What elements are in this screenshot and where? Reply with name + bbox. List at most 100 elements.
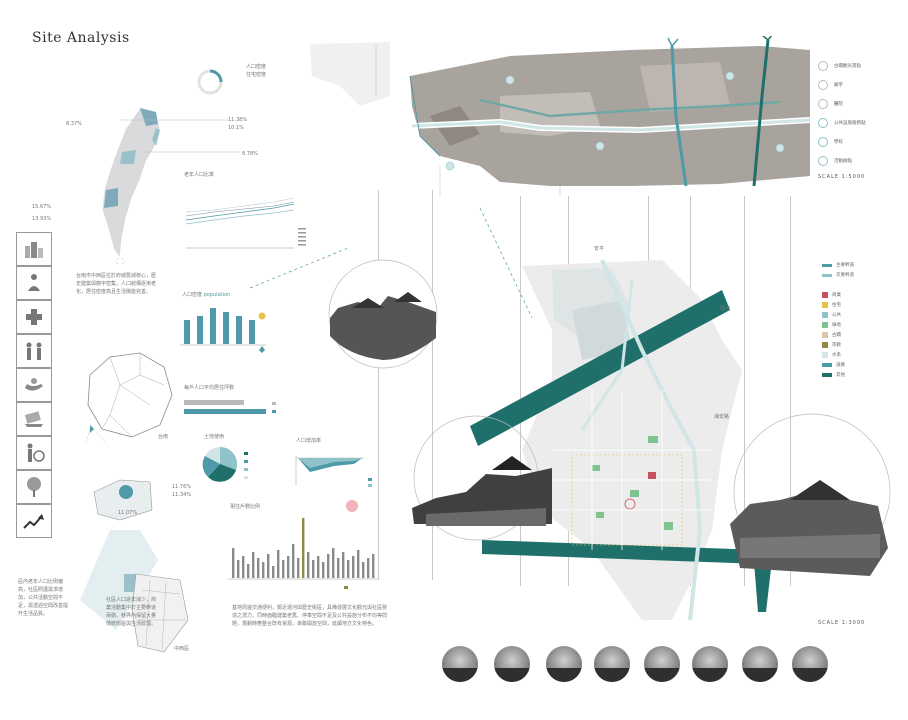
- photo-circle-temple: [328, 259, 438, 369]
- occupancy-bar: [292, 544, 295, 578]
- occupancy-bar: [352, 556, 355, 578]
- taiwan-map: [101, 107, 161, 265]
- occupancy-bar: [232, 548, 235, 578]
- occupancy-bar: [322, 562, 325, 578]
- photo-circle-market: [730, 413, 891, 576]
- intro-paragraph: 台南市中西區位於府城舊城核心，歷史建築與廟宇密集，人口結構逐漸老化，居住密度高且…: [76, 273, 157, 295]
- occupancy-bar: [252, 552, 255, 578]
- inset-label: 台南: [158, 434, 169, 440]
- population-bar: [184, 320, 190, 344]
- occupancy-bar: [287, 556, 290, 578]
- guide-line: [790, 196, 791, 586]
- guide-line: [378, 190, 379, 580]
- taiwan-label: 8.78%: [242, 151, 258, 157]
- occupancy-bar: [362, 562, 365, 578]
- taiwan-label: 10.1%: [228, 125, 244, 131]
- taiwan-label: 8.37%: [66, 121, 82, 127]
- occupancy-bar: [367, 558, 370, 578]
- highlight-marker: [346, 500, 358, 512]
- top-legend-item: 廟宇: [834, 82, 843, 88]
- occupancy-bar: [347, 560, 350, 578]
- district-label: 11.76%: [172, 484, 192, 490]
- main-legend-item: 住宅: [832, 303, 841, 308]
- main-legend-item: 宗教: [832, 343, 841, 348]
- bottom-paragraph: 基地周邊交通便利，鄰近運河與歷史街區，具備發展文化觀光與社區營造之潛力，同時面臨…: [232, 605, 388, 627]
- main-site-map: [470, 259, 772, 621]
- top-legend-item: 醫院: [834, 101, 843, 107]
- tree-icon: [16, 470, 52, 504]
- main-legend-item: 次要幹道: [836, 273, 854, 278]
- population-chart-title: 人口密度 population: [182, 292, 230, 299]
- main-map-legend: 主要幹道 次要幹道 商業 住宅 公共 綠地 古蹟 宗教 水系 道路 其他: [822, 260, 854, 380]
- occupancy-bar: [242, 556, 245, 578]
- occupancy-bar: [332, 548, 335, 578]
- population-chart-title-text: 人口密度: [182, 292, 203, 298]
- aging-chart-title: 老年人口比率: [184, 172, 215, 178]
- occupancy-chart-title: 現住戶數比例: [230, 504, 261, 510]
- main-legend-item: 主要幹道: [836, 263, 854, 268]
- street-photo: [442, 646, 478, 682]
- population-bar-chart: [180, 308, 266, 346]
- population-bar: [249, 320, 255, 344]
- inset-label: 中西區: [174, 646, 190, 652]
- buildings-icon: [16, 232, 52, 266]
- meditation-icon: [16, 266, 52, 300]
- occupancy-bar: [337, 558, 340, 578]
- photo-circle-street: [412, 415, 552, 541]
- occupancy-bar: [297, 558, 300, 578]
- guide-line: [520, 196, 521, 586]
- occupancy-bar: [372, 554, 375, 578]
- taiwan-label: 13.93%: [32, 216, 52, 222]
- map-label: 運河: [720, 306, 731, 312]
- growth-chart-title: 人口增加率: [296, 438, 322, 444]
- people-icon: [16, 334, 52, 368]
- occupancy-bar: [267, 554, 270, 578]
- occupancy-bar: [317, 556, 320, 578]
- population-bar: [236, 316, 242, 344]
- street-photo: [494, 646, 530, 682]
- tainan-map: [85, 352, 173, 445]
- occupancy-bar: [247, 564, 250, 578]
- population-bar: [197, 316, 203, 344]
- household-bar-chart: [184, 400, 276, 414]
- top-district-map: [310, 36, 811, 196]
- growth-area-chart: [295, 456, 372, 487]
- occupancy-bar: [257, 558, 260, 578]
- guide-line: [432, 190, 433, 580]
- guide-line: [744, 196, 745, 586]
- street-photo: [692, 646, 728, 682]
- top-map-scale: SCALE 1:5000: [818, 174, 866, 180]
- map-label: 海安路: [714, 414, 730, 420]
- elderly-icon: [16, 436, 52, 470]
- taiwan-label: 11.38%: [228, 117, 248, 123]
- street-photo: [644, 646, 680, 682]
- growth-arrow-icon: [16, 504, 52, 538]
- population-chart-subtitle: population: [203, 292, 231, 298]
- district-label: 11.34%: [172, 492, 192, 498]
- aging-line-chart: [185, 197, 306, 249]
- main-legend-item: 綠地: [832, 323, 841, 328]
- occupancy-bar: [262, 562, 265, 578]
- donut-label: 住宅密度: [246, 72, 267, 78]
- occupancy-bar: [312, 560, 315, 578]
- main-legend-item: 公共: [832, 313, 841, 318]
- population-bar: [223, 312, 229, 344]
- icon-column: [16, 232, 52, 538]
- occupancy-bar: [302, 518, 305, 578]
- occupancy-bar: [277, 550, 280, 578]
- legend-swatch: [344, 586, 348, 589]
- population-bar: [210, 308, 216, 344]
- occupancy-bar: [357, 550, 360, 578]
- street-photo: [594, 646, 630, 682]
- main-legend-item: 商業: [832, 293, 841, 298]
- occupancy-bar: [282, 560, 285, 578]
- street-photo: [792, 646, 828, 682]
- hand-care-icon: [16, 368, 52, 402]
- occupancy-bar: [307, 552, 310, 578]
- occupancy-bar: [327, 554, 330, 578]
- population-markers: [258, 312, 266, 353]
- occupancy-bar: [272, 566, 275, 578]
- street-photo: [546, 646, 582, 682]
- lower-mid-paragraph: 社區人口逐年減少，商業活動集中於主要幹道兩側，巷弄內保留大量傳統街屋與生活紋理。: [106, 597, 157, 627]
- top-legend-item: 公共設施服務點: [834, 120, 866, 126]
